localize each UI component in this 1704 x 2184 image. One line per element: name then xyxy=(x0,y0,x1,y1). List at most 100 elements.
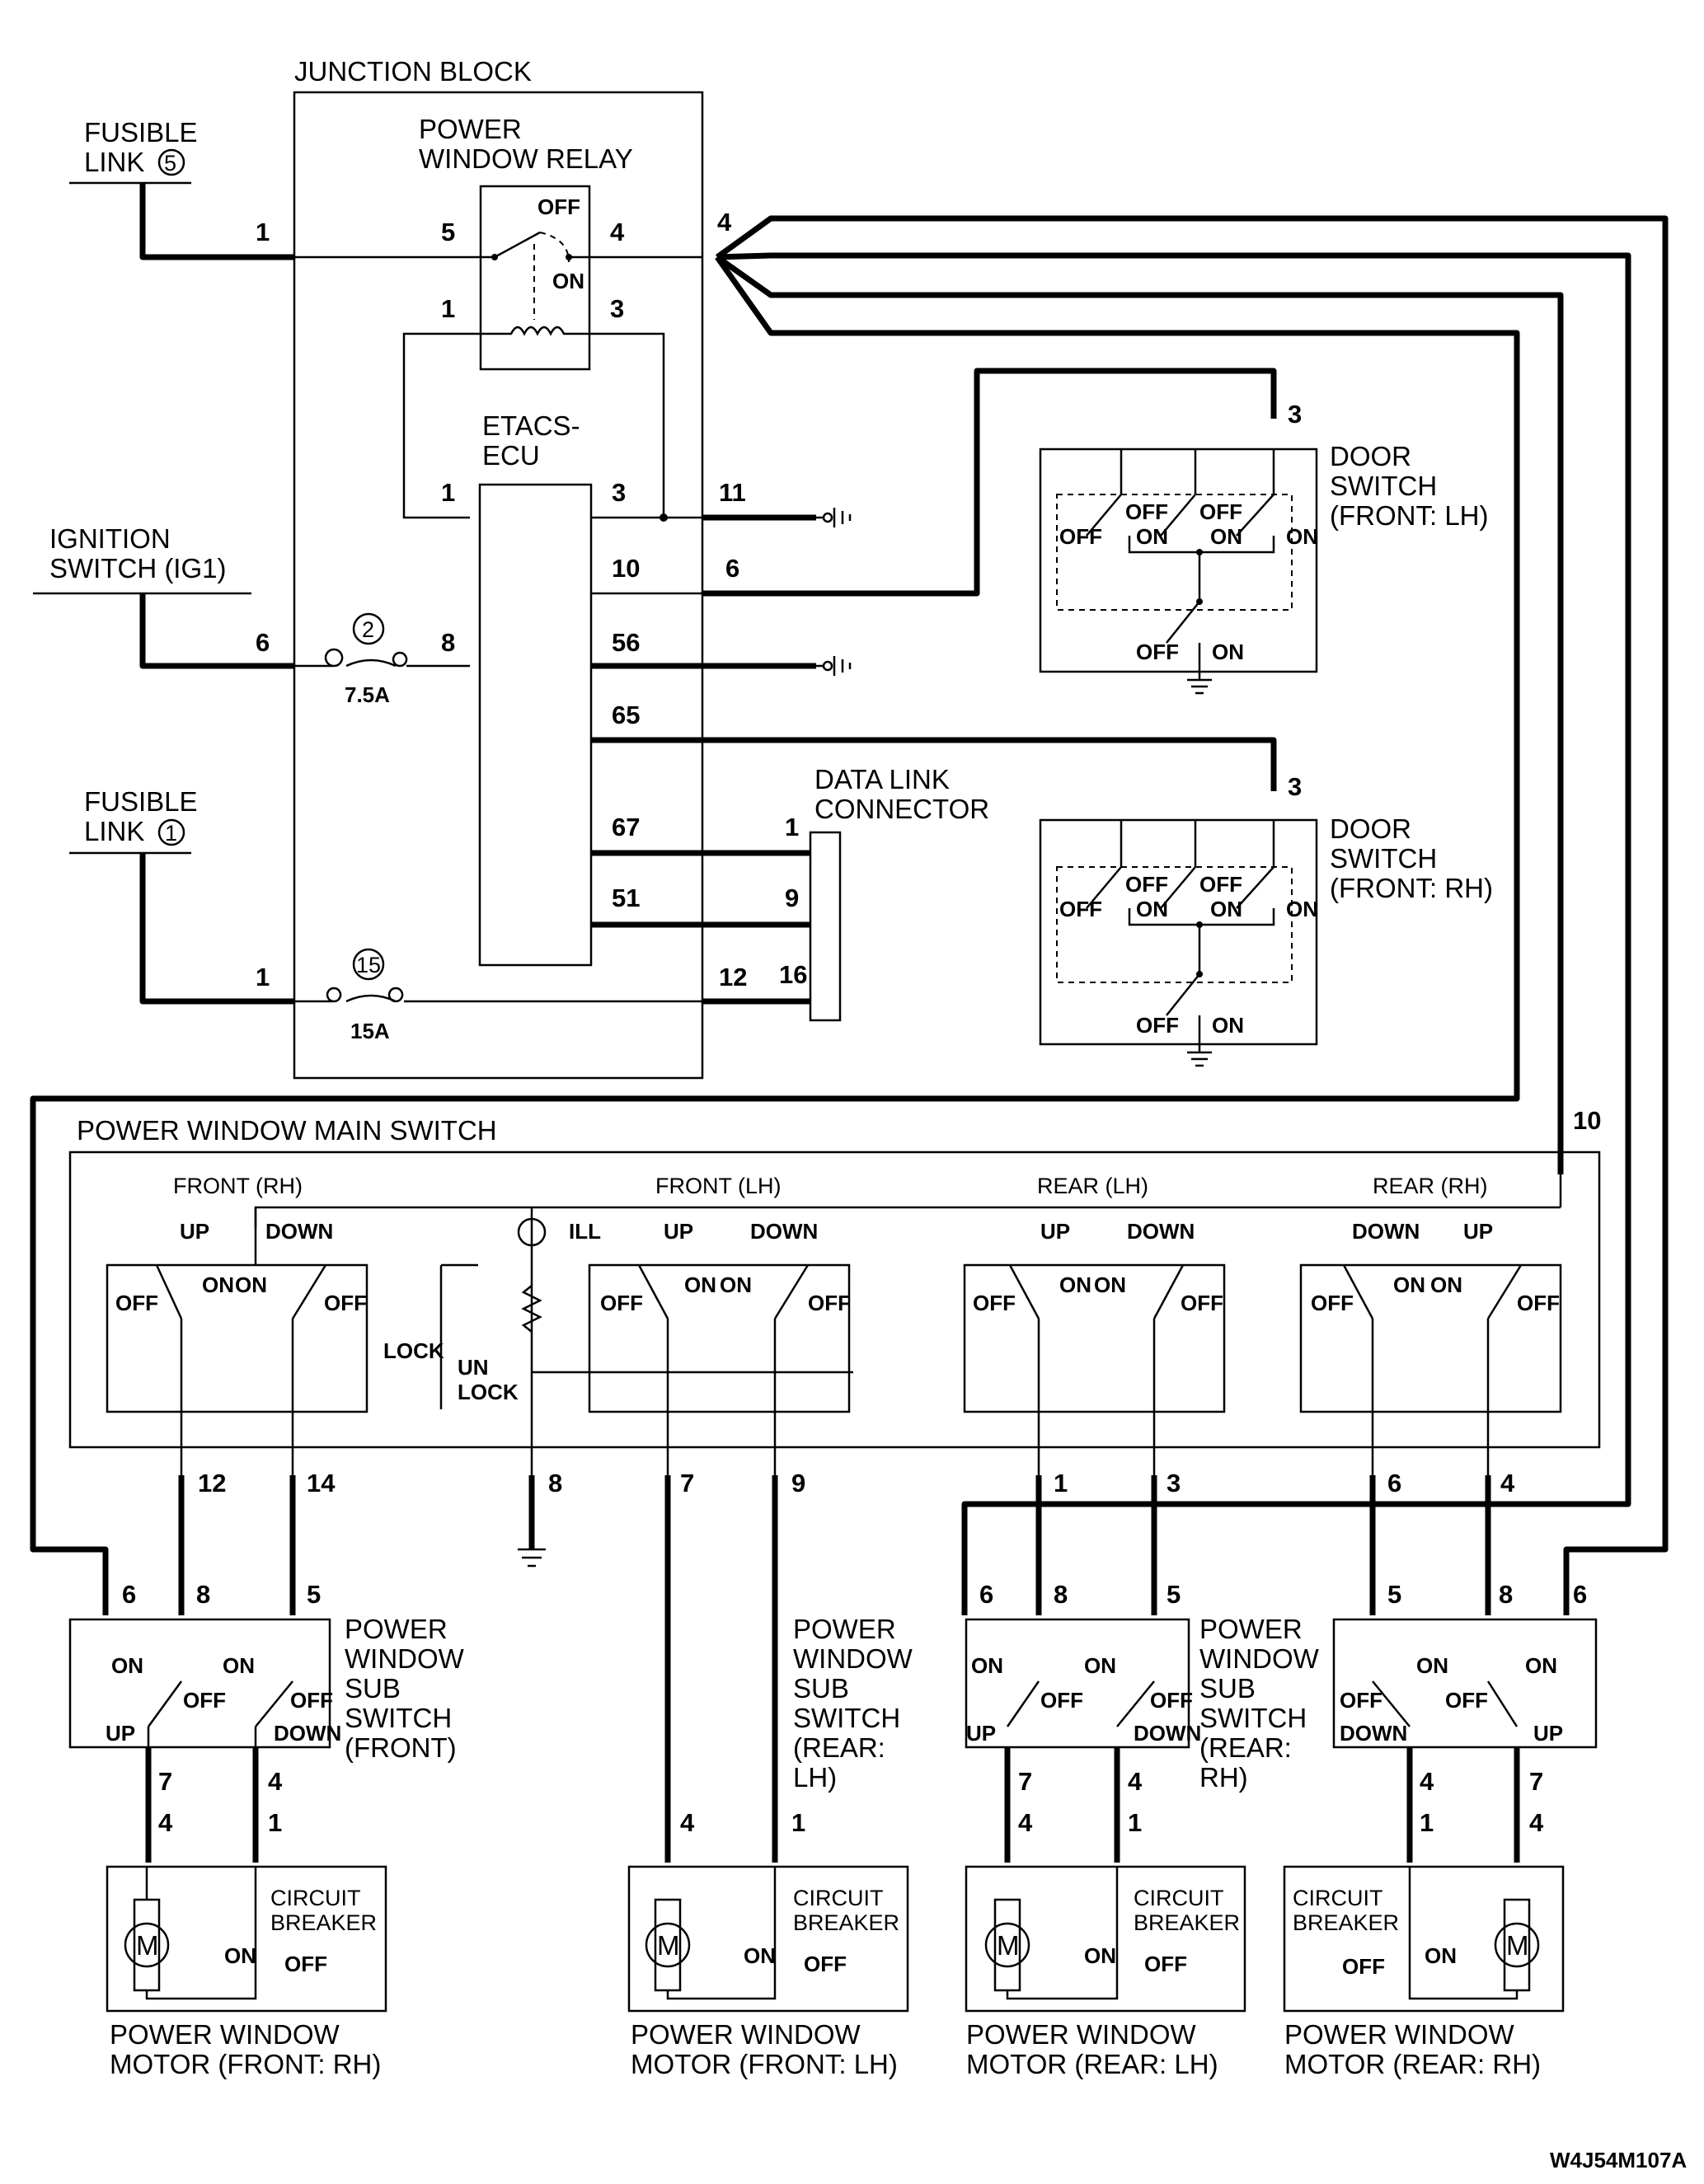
junction-block xyxy=(293,91,704,1080)
svg-text:1: 1 xyxy=(1128,1808,1142,1837)
sub-switch-front: 6 8 5 ON ON OFF OFF UP DOWN xyxy=(68,1580,341,1863)
svg-text:4: 4 xyxy=(1500,1469,1515,1497)
door-switch-front-lh xyxy=(1039,448,1318,673)
svg-text:CIRCUIT: CIRCUIT xyxy=(793,1886,884,1910)
svg-text:UP: UP xyxy=(1533,1721,1563,1746)
svg-text:DOWN: DOWN xyxy=(1134,1721,1201,1746)
svg-text:POWER WINDOW: POWER WINDOW xyxy=(1284,2019,1514,2050)
svg-text:OFF: OFF xyxy=(1342,1954,1385,1979)
svg-text:SWITCH: SWITCH xyxy=(793,1703,900,1733)
ecu-title-2: ECU xyxy=(482,440,540,471)
svg-text:5: 5 xyxy=(441,218,455,246)
svg-text:ON: ON xyxy=(111,1653,143,1678)
svg-text:4: 4 xyxy=(1128,1767,1143,1796)
svg-text:56: 56 xyxy=(612,628,640,657)
svg-text:OFF: OFF xyxy=(183,1688,226,1713)
svg-text:FRONT (LH): FRONT (LH) xyxy=(655,1174,782,1198)
svg-text:WINDOW: WINDOW xyxy=(793,1643,913,1674)
svg-text:4: 4 xyxy=(1018,1808,1033,1837)
door-lh-title-2: SWITCH xyxy=(1330,471,1437,501)
ground-11 xyxy=(816,508,852,527)
svg-text:SWITCH: SWITCH xyxy=(345,1703,452,1733)
door-lh-title-1: DOOR xyxy=(1330,441,1411,471)
svg-text:10: 10 xyxy=(1573,1106,1601,1135)
sub-switch-rear-lh: 6 8 5 ON ON OFF OFF UP DOWN xyxy=(965,1580,1201,1749)
main-switch-rear-lh: REAR (LH) UP DOWN OFF ON ON OFF xyxy=(963,1174,1226,1475)
svg-text:POWER WINDOW: POWER WINDOW xyxy=(631,2019,861,2050)
ground-main-8 xyxy=(518,1548,546,1568)
svg-text:4: 4 xyxy=(1420,1767,1434,1796)
svg-text:4: 4 xyxy=(680,1808,695,1837)
svg-text:OFF: OFF xyxy=(1311,1291,1354,1315)
svg-text:ON: ON xyxy=(684,1272,716,1297)
svg-text:RH): RH) xyxy=(1199,1762,1248,1793)
svg-text:BREAKER: BREAKER xyxy=(1293,1910,1399,1935)
motor-front-lh xyxy=(627,1865,909,2013)
etacs-ecu xyxy=(478,483,593,967)
svg-text:8: 8 xyxy=(441,628,455,657)
svg-text:DOWN: DOWN xyxy=(1340,1721,1407,1746)
svg-text:LOCK: LOCK xyxy=(383,1338,444,1363)
svg-text:ON: ON xyxy=(202,1272,234,1297)
junction-block-title: JUNCTION BLOCK xyxy=(294,56,532,87)
power-window-relay xyxy=(479,185,591,371)
svg-text:7: 7 xyxy=(1018,1767,1032,1796)
svg-text:CIRCUIT: CIRCUIT xyxy=(270,1886,361,1910)
door-switch-front-rh xyxy=(1039,818,1318,1046)
svg-text:ON: ON xyxy=(1059,1272,1091,1297)
svg-text:M: M xyxy=(136,1930,159,1961)
svg-text:7.5A: 7.5A xyxy=(345,682,390,707)
svg-text:REAR (LH): REAR (LH) xyxy=(1037,1174,1148,1198)
svg-text:ON: ON xyxy=(224,1943,256,1968)
svg-text:6: 6 xyxy=(1387,1469,1401,1497)
ground-56 xyxy=(816,656,852,676)
svg-text:51: 51 xyxy=(612,883,640,912)
svg-text:MOTOR (REAR: LH): MOTOR (REAR: LH) xyxy=(966,2049,1218,2079)
svg-text:OFF: OFF xyxy=(973,1291,1016,1315)
svg-text:M: M xyxy=(657,1930,680,1961)
svg-text:OFF: OFF xyxy=(1150,1688,1193,1713)
svg-text:8: 8 xyxy=(196,1580,210,1609)
svg-text:4: 4 xyxy=(610,218,625,246)
door-lh-title-3: (FRONT: LH) xyxy=(1330,500,1489,531)
svg-text:ON: ON xyxy=(1525,1653,1557,1678)
svg-text:OFF: OFF xyxy=(1340,1688,1382,1713)
svg-text:5: 5 xyxy=(1387,1580,1401,1609)
svg-text:ON: ON xyxy=(1416,1653,1448,1678)
door-lh-contacts xyxy=(1086,449,1275,680)
svg-text:ON: ON xyxy=(1094,1272,1126,1297)
svg-text:15: 15 xyxy=(356,953,381,977)
svg-text:POWER: POWER xyxy=(1199,1614,1303,1644)
svg-text:8: 8 xyxy=(548,1469,562,1497)
svg-text:OFF: OFF xyxy=(1144,1952,1187,1976)
svg-text:9: 9 xyxy=(785,883,799,912)
svg-text:7: 7 xyxy=(680,1469,694,1497)
svg-text:CIRCUIT: CIRCUIT xyxy=(1293,1886,1383,1910)
svg-text:ON: ON xyxy=(1286,524,1318,549)
svg-text:4: 4 xyxy=(268,1767,283,1796)
svg-text:M: M xyxy=(1506,1930,1529,1961)
sub-switch-rear-rh: 5 8 6 ON ON OFF OFF DOWN UP xyxy=(1332,1580,1598,1749)
svg-text:UP: UP xyxy=(1040,1219,1070,1244)
main-switch-front-lh: FRONT (LH) UP DOWN OFF ON ON OFF xyxy=(588,1174,851,1475)
svg-text:OFF: OFF xyxy=(804,1952,847,1976)
door-rh-title-3: (FRONT: RH) xyxy=(1330,873,1493,903)
svg-text:OFF: OFF xyxy=(537,194,580,219)
svg-text:OFF: OFF xyxy=(1125,499,1168,524)
svg-text:15A: 15A xyxy=(350,1019,390,1043)
svg-text:65: 65 xyxy=(612,701,640,729)
svg-text:OFF: OFF xyxy=(1181,1291,1223,1315)
svg-text:1: 1 xyxy=(268,1808,282,1837)
svg-text:1: 1 xyxy=(441,294,455,323)
ecu-title-1: ETACS- xyxy=(482,410,580,441)
door-rh-contacts xyxy=(1086,820,1275,1052)
svg-text:ON: ON xyxy=(1430,1272,1462,1297)
svg-text:1: 1 xyxy=(791,1808,805,1837)
svg-text:7: 7 xyxy=(158,1767,172,1796)
svg-text:UP: UP xyxy=(106,1721,135,1746)
svg-text:5: 5 xyxy=(307,1580,321,1609)
svg-text:ON: ON xyxy=(971,1653,1003,1678)
svg-text:ON: ON xyxy=(1286,897,1318,921)
svg-text:ON: ON xyxy=(1084,1943,1116,1968)
dlc-title-2: CONNECTOR xyxy=(814,794,989,824)
